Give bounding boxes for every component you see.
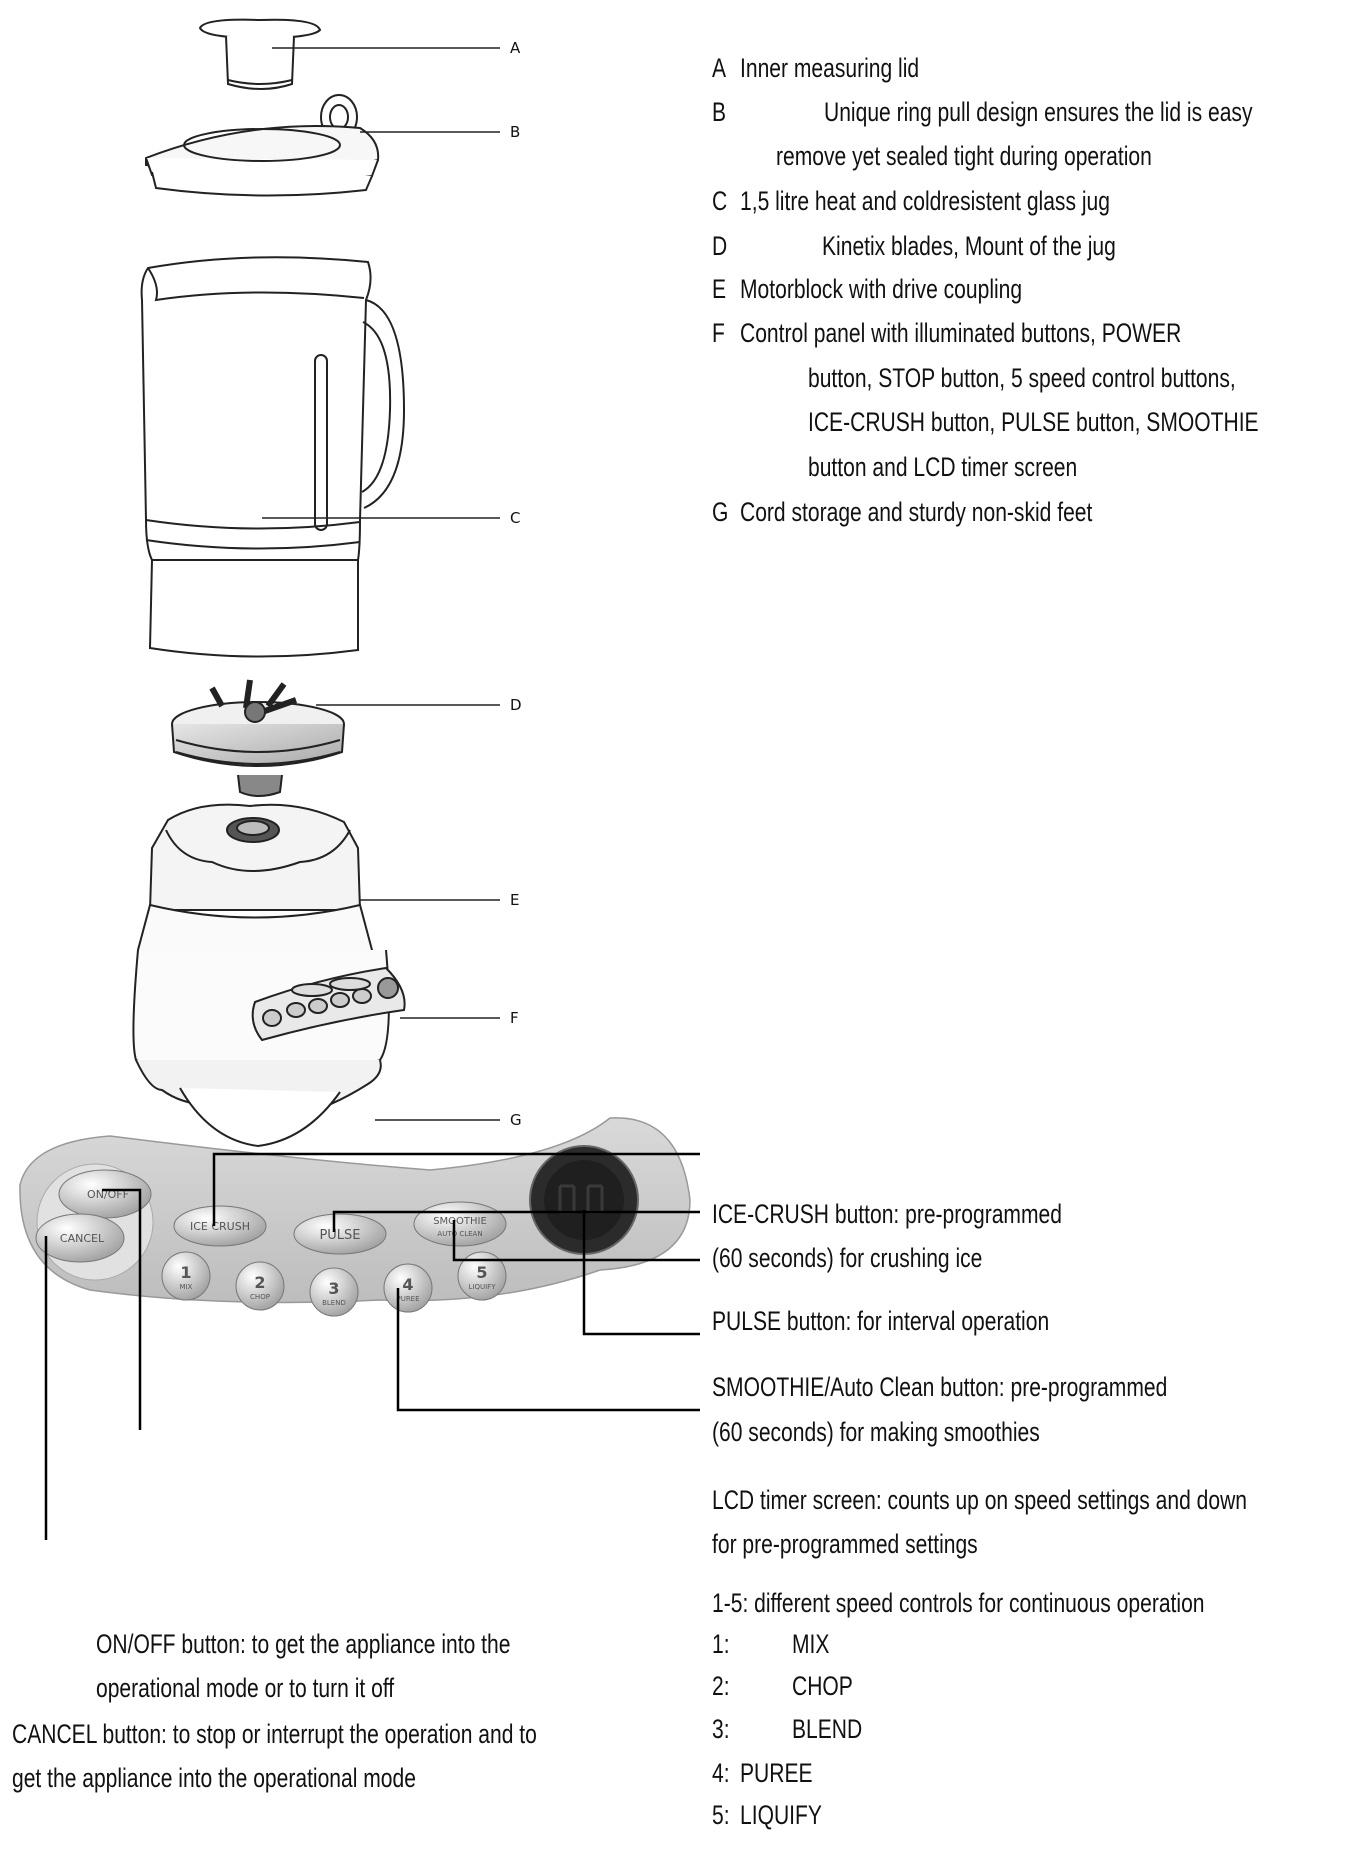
legend-text-f: Control panel with illuminated buttons, … <box>740 317 1181 349</box>
legend-letter-d: D <box>712 230 727 262</box>
annotation-pulse: PULSE button: for interval operation <box>712 1305 1049 1337</box>
legend-text-g: Cord storage and sturdy non-skid feet <box>740 496 1092 528</box>
annotation-speeds-heading: 1-5: different speed controls for contin… <box>712 1587 1204 1619</box>
speed-list-name-1: MIX <box>792 1628 829 1660</box>
speed-button-5-number: 5 <box>476 1263 487 1282</box>
legend-text-b-cont: remove yet sealed tight during operation <box>776 140 1152 172</box>
smoothie-button-label: SMOOTHIE <box>433 1216 487 1227</box>
annotation-ice-crush-2: (60 seconds) for crushing ice <box>712 1242 982 1274</box>
annotation-smoothie-1: SMOOTHIE/Auto Clean button: pre-programm… <box>712 1371 1167 1403</box>
pulse-button-label: PULSE <box>319 1228 360 1243</box>
annotation-smoothie-2: (60 seconds) for making smoothies <box>712 1416 1040 1448</box>
speed-list-num-5: 5: <box>712 1799 730 1831</box>
speed-button-1-label: MIX <box>180 1283 193 1291</box>
speed-button-2-number: 2 <box>254 1273 265 1292</box>
legend-letter-c: C <box>712 185 727 217</box>
annotation-ice-crush-1: ICE-CRUSH button: pre-programmed <box>712 1198 1062 1230</box>
callout-letter-g: G <box>510 1111 522 1129</box>
speed-button-3-number: 3 <box>328 1279 339 1298</box>
ice-crush-button-label: ICE CRUSH <box>190 1220 250 1233</box>
annotation-lcd-1: LCD timer screen: counts up on speed set… <box>712 1484 1247 1516</box>
callout-letter-c: C <box>510 509 520 527</box>
speed-button-1-number: 1 <box>180 1263 191 1282</box>
speed-list-name-3: BLEND <box>792 1713 862 1745</box>
legend-text-d: Kinetix blades, Mount of the jug <box>822 230 1116 262</box>
speed-button-4-label: PUREE <box>396 1295 419 1303</box>
legend-letter-f: F <box>712 317 725 349</box>
legend-text-f-cont-2: ICE-CRUSH button, PULSE button, SMOOTHIE <box>808 406 1259 438</box>
legend-letter-g: G <box>712 496 728 528</box>
speed-button-5-label: LIQUIFY <box>469 1283 497 1291</box>
inner-measuring-lid <box>200 20 320 89</box>
legend-letter-b: B <box>712 96 726 128</box>
speed-list-num-3: 3: <box>712 1713 730 1745</box>
annotation-on-off-2: operational mode or to turn it off <box>96 1672 394 1704</box>
smoothie-sub-label: AUTO CLEAN <box>437 1230 482 1238</box>
speed-list-name-5: LIQUIFY <box>740 1799 822 1831</box>
cancel-button-label: CANCEL <box>60 1232 105 1245</box>
motor-base <box>133 805 404 1146</box>
speed-list-name-2: CHOP <box>792 1670 853 1702</box>
callout-letter-f: F <box>510 1009 519 1027</box>
annotation-cancel-1: CANCEL button: to stop or interrupt the … <box>12 1718 537 1750</box>
speed-list-num-2: 2: <box>712 1670 730 1702</box>
legend-letter-e: E <box>712 273 726 305</box>
callout-letter-d: D <box>510 696 522 714</box>
callout-letter-a: A <box>510 39 520 57</box>
speed-button-3-label: BLEND <box>322 1299 346 1307</box>
callout-letter-e: E <box>510 891 519 909</box>
legend-text-f-cont-3: button and LCD timer screen <box>808 451 1077 483</box>
speed-list-name-4: PUREE <box>740 1757 813 1789</box>
glass-jug <box>142 257 404 656</box>
legend-text-e: Motorblock with drive coupling <box>740 273 1022 305</box>
legend-letter-a: A <box>712 52 726 84</box>
jug-lid <box>146 95 378 196</box>
legend-text-f-cont-1: button, STOP button, 5 speed control but… <box>808 362 1236 394</box>
legend-text-b: Unique ring pull design ensures the lid … <box>824 96 1252 128</box>
annotation-lcd-2: for pre-programmed settings <box>712 1528 978 1560</box>
callout-letter-b: B <box>510 123 520 141</box>
legend-text-a: Inner measuring lid <box>740 52 919 84</box>
kinetix-blades <box>172 680 344 796</box>
annotation-on-off-1: ON/OFF button: to get the appliance into… <box>96 1628 510 1660</box>
legend-text-c: 1,5 litre heat and coldresistent glass j… <box>740 185 1110 217</box>
annotation-cancel-2: get the appliance into the operational m… <box>12 1762 416 1794</box>
speed-button-2-label: CHOP <box>250 1293 270 1301</box>
control-panel <box>20 1118 690 1316</box>
speed-list-num-4: 4: <box>712 1757 730 1789</box>
speed-list-num-1: 1: <box>712 1628 730 1660</box>
speed-button-4-number: 4 <box>402 1275 413 1294</box>
